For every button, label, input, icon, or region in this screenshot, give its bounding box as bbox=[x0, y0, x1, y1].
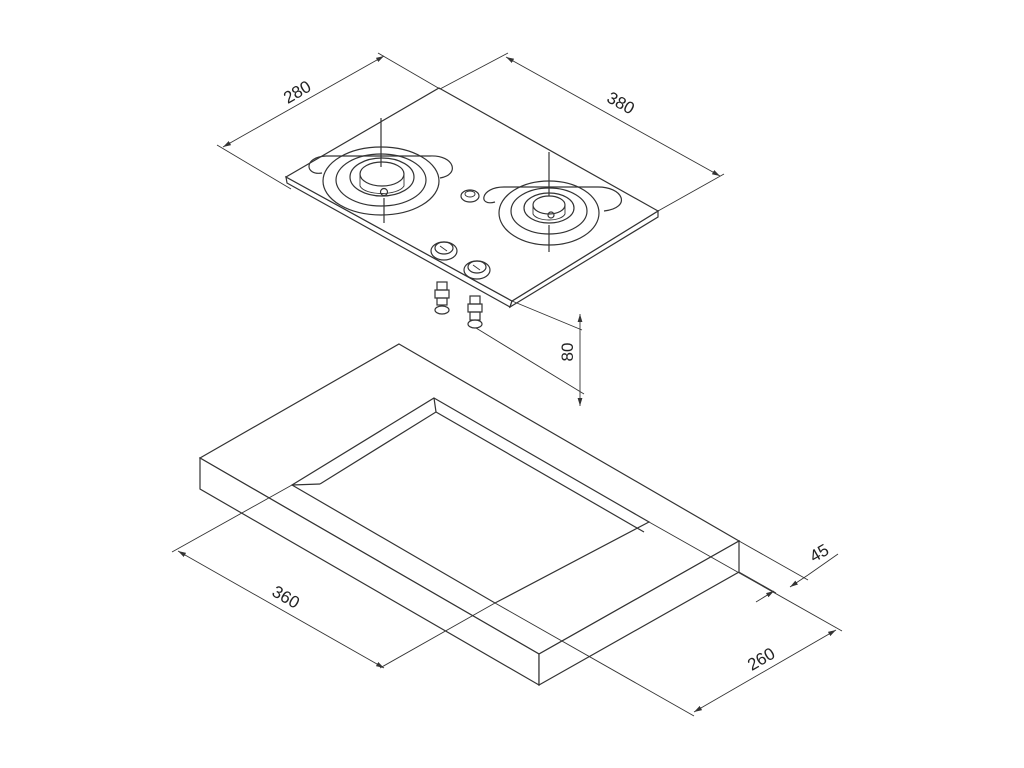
dimension-label-280: 280 bbox=[280, 77, 314, 108]
ignition-button bbox=[460, 189, 480, 203]
dimension-label-360: 360 bbox=[269, 582, 303, 613]
dimension-label-80: 80 bbox=[558, 343, 577, 362]
dimension-hob-height: 80 bbox=[475, 300, 585, 406]
gas-hob bbox=[284, 87, 660, 309]
worktop-with-cutout bbox=[198, 343, 741, 687]
dimension-label-45: 45 bbox=[806, 540, 832, 566]
control-knob-left bbox=[430, 241, 458, 261]
dimension-worktop-thickness: 45 bbox=[738, 540, 839, 603]
gas-connectors bbox=[434, 281, 483, 329]
burner-right bbox=[483, 152, 622, 252]
dimension-label-260: 260 bbox=[744, 644, 778, 675]
hob-plate bbox=[284, 87, 660, 302]
control-knob-right bbox=[463, 260, 491, 280]
